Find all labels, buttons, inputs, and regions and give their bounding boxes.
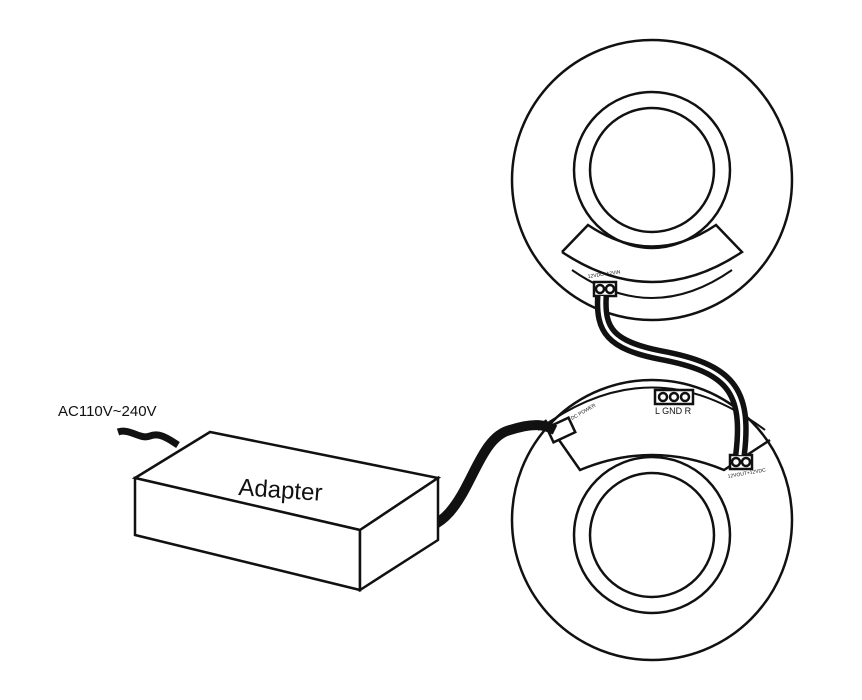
power-terminal-block (545, 416, 577, 444)
bottom-speaker (510, 378, 794, 662)
input-voltage-label: AC110V~240V (58, 403, 157, 420)
adapter-label: Adapter (238, 474, 324, 507)
mains-cable (116, 427, 180, 448)
top-terminal-label: 12VDC+12VIN (587, 269, 621, 280)
signal-terminal-label: L GND R (655, 406, 692, 416)
adapter-cable (411, 420, 558, 535)
top-speaker (510, 38, 794, 322)
top-terminal-panel (561, 223, 744, 284)
bottom-terminal-panel (543, 419, 771, 472)
adapter-box (131, 430, 442, 593)
power-terminal-label: DC POWER (570, 403, 597, 422)
